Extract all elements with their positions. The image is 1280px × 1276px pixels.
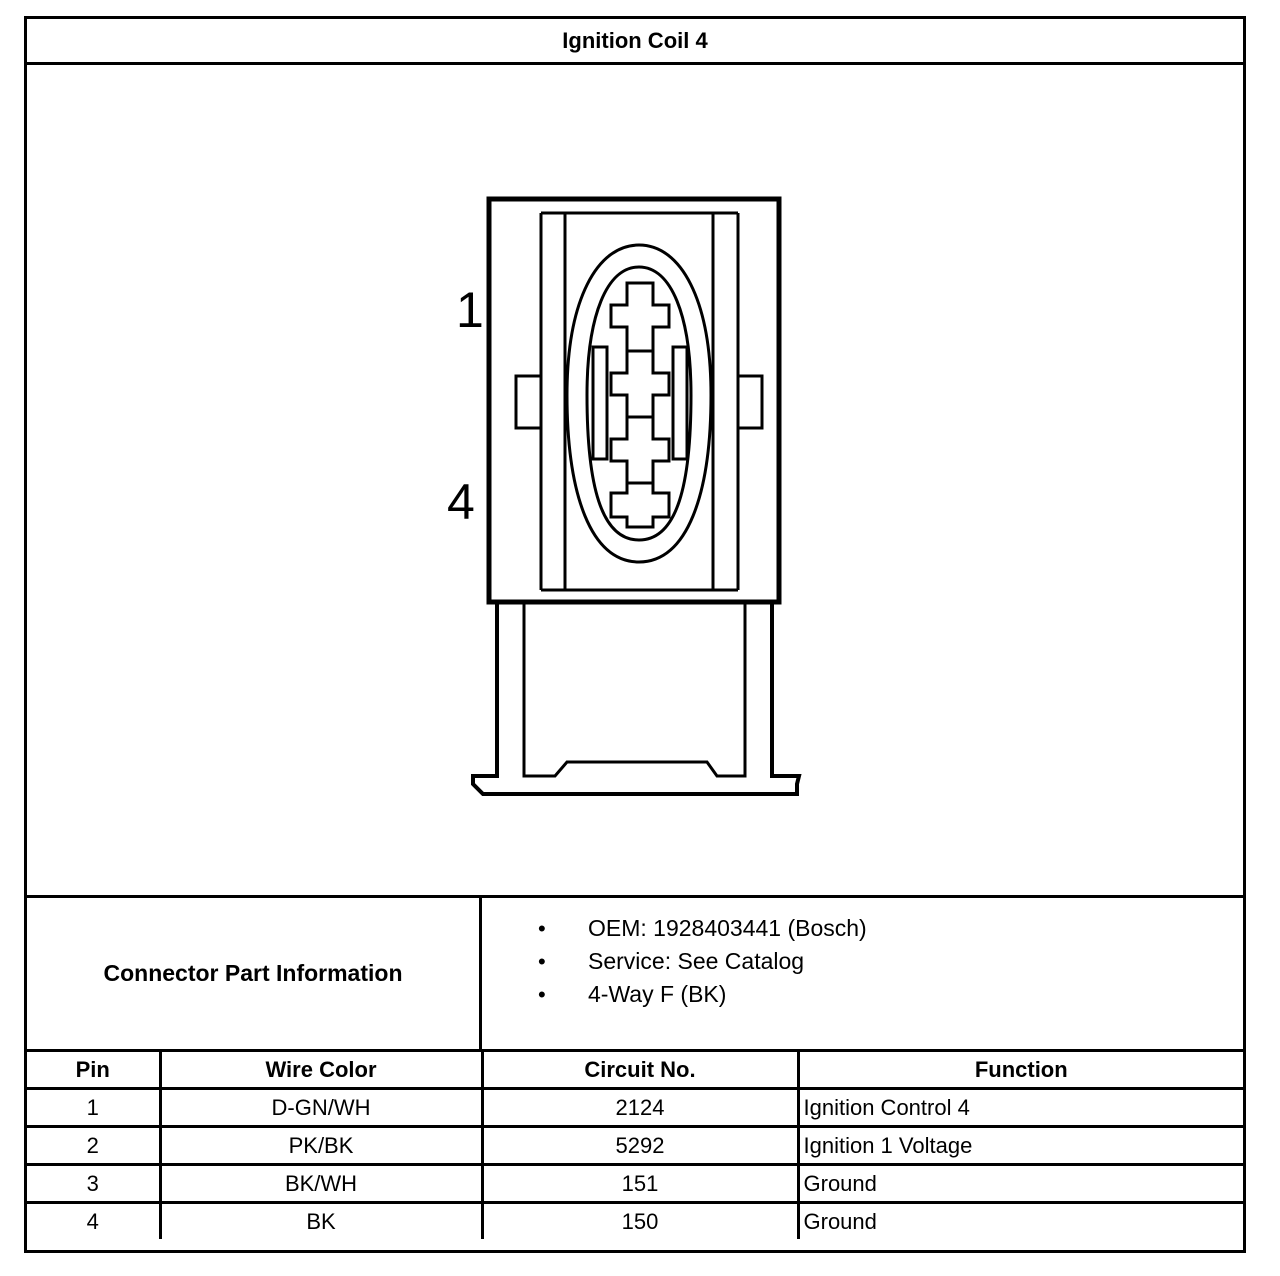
left-key	[591, 345, 609, 461]
connector-housing	[486, 196, 782, 605]
cell-pin: 4	[27, 1201, 162, 1239]
cell-circuit: 5292	[480, 1125, 800, 1166]
cell-pin: 2	[27, 1125, 162, 1166]
cell-function: Ground	[796, 1163, 1243, 1204]
cell-wire-color: D-GN/WH	[158, 1087, 484, 1128]
pin-label-1: 1	[456, 282, 484, 338]
header-pin: Pin	[27, 1049, 162, 1090]
cell-pin: 1	[27, 1087, 162, 1128]
pin-label-4: 4	[447, 474, 475, 530]
cavity-inner-oval	[585, 265, 693, 542]
right-key	[671, 345, 689, 461]
connector-figure: 1 4	[27, 65, 1243, 895]
pinout-table: Pin Wire Color Circuit No. Function 1 D-…	[27, 1049, 1243, 1239]
terminal-4	[609, 481, 671, 529]
cell-wire-color: BK/WH	[158, 1163, 484, 1204]
cell-wire-color: BK	[158, 1201, 484, 1239]
cavity-outer-oval	[565, 243, 713, 564]
cell-function: Ignition 1 Voltage	[796, 1125, 1243, 1166]
table-row: 3 BK/WH 151 Ground	[27, 1163, 1243, 1204]
table-row: 1 D-GN/WH 2124 Ignition Control 4	[27, 1087, 1243, 1128]
cell-function: Ignition Control 4	[796, 1087, 1243, 1128]
header-function: Function	[796, 1049, 1243, 1090]
connector-stem	[471, 604, 802, 796]
connector-info-type: 4-Way F (BK)	[482, 978, 1243, 1011]
cell-wire-color: PK/BK	[158, 1125, 484, 1166]
page-title: Ignition Coil 4	[27, 19, 1243, 65]
header-circuit-no: Circuit No.	[480, 1049, 800, 1090]
cell-circuit: 151	[480, 1163, 800, 1204]
cell-function: Ground	[796, 1201, 1243, 1239]
connector-sheet: Ignition Coil 4	[24, 16, 1246, 1253]
connector-info-service: Service: See Catalog	[482, 945, 1243, 978]
cell-circuit: 2124	[480, 1087, 800, 1128]
right-latch	[738, 374, 764, 430]
cell-circuit: 150	[480, 1201, 800, 1239]
terminal-cavities	[609, 281, 671, 529]
connector-info-oem: OEM: 1928403441 (Bosch)	[482, 912, 1243, 945]
left-latch	[514, 374, 541, 430]
header-wire-color: Wire Color	[158, 1049, 484, 1090]
table-header-row: Pin Wire Color Circuit No. Function	[27, 1049, 1243, 1090]
terminal-3	[609, 415, 671, 485]
connector-drawing	[471, 196, 802, 796]
stem-inner	[522, 604, 747, 778]
connector-info-list: OEM: 1928403441 (Bosch) Service: See Cat…	[482, 898, 1243, 1049]
cell-pin: 3	[27, 1163, 162, 1204]
table-row: 2 PK/BK 5292 Ignition 1 Voltage	[27, 1125, 1243, 1166]
connector-info: Connector Part Information OEM: 19284034…	[27, 895, 1243, 1049]
connector-info-label: Connector Part Information	[27, 898, 482, 1049]
terminal-2	[609, 349, 671, 419]
terminal-1	[609, 281, 671, 353]
table-row: 4 BK 150 Ground	[27, 1201, 1243, 1239]
